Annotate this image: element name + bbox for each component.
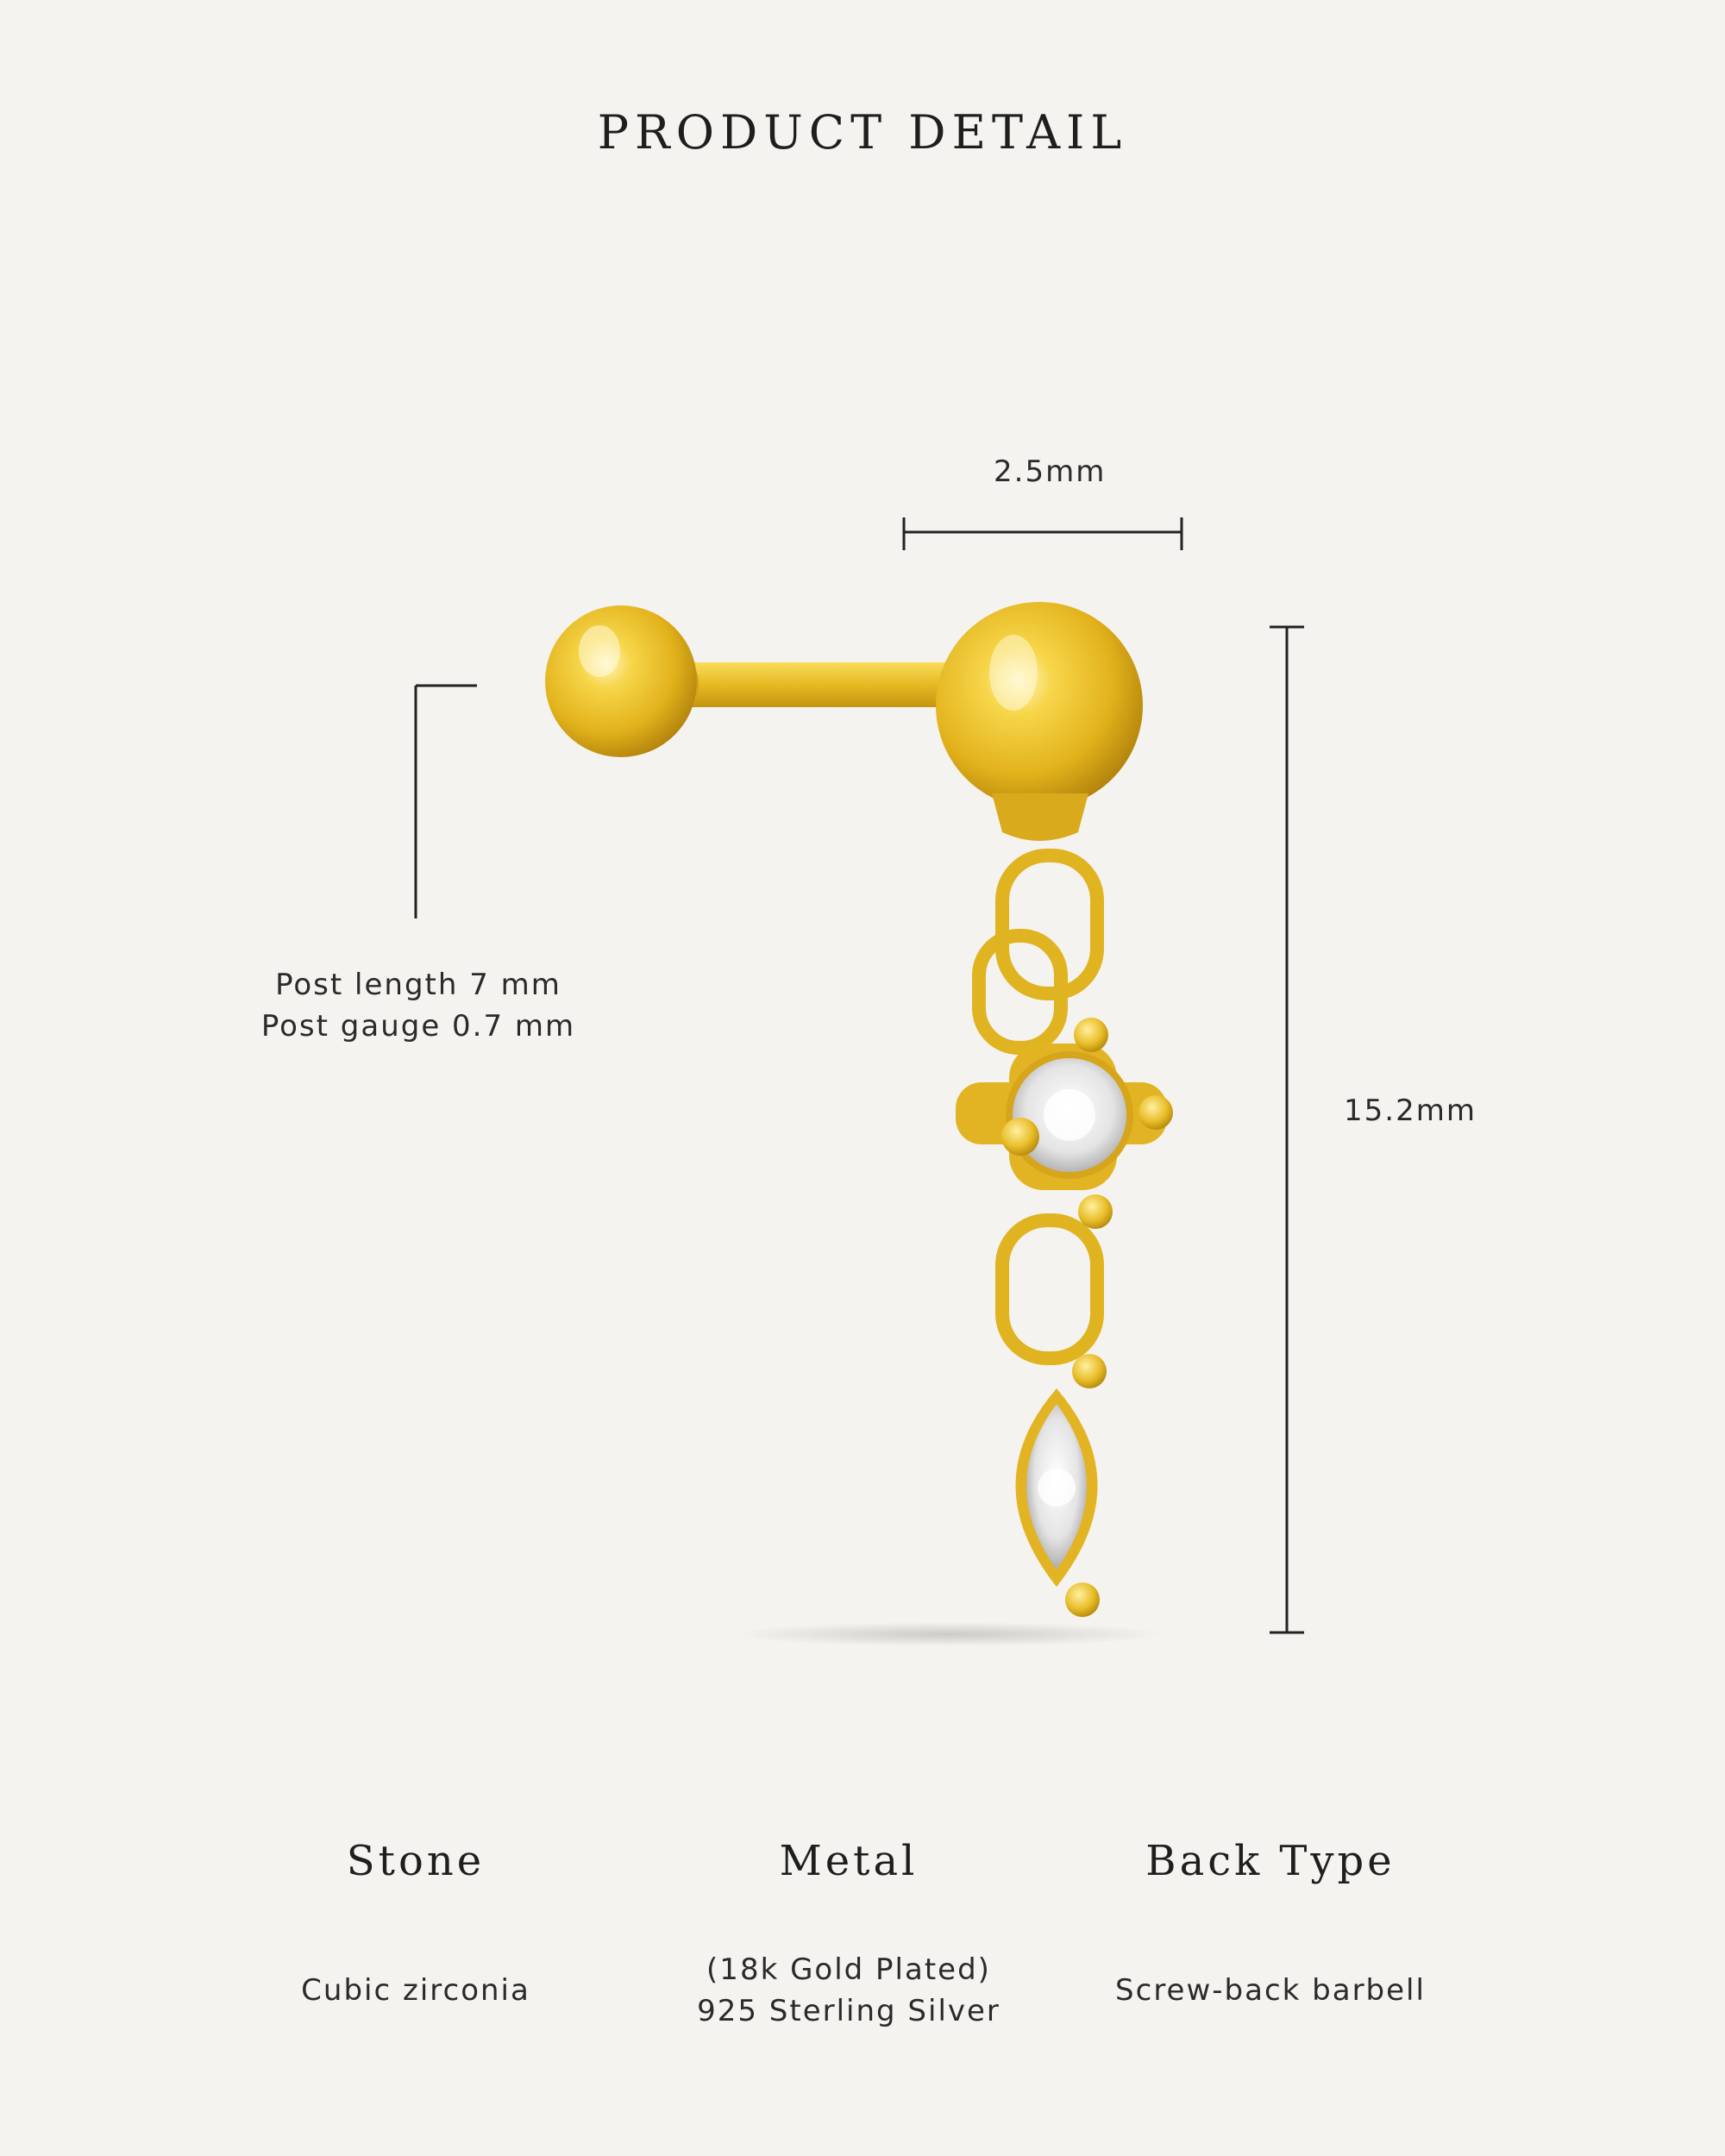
spec-back-type-value: Screw-back barbell <box>1115 1973 1426 2008</box>
width-dimension-label: 2.5mm <box>994 454 1107 489</box>
spec-back-type-values: Screw-back barbell <box>1029 1928 1512 2011</box>
spec-stone-value: Cubic zirconia <box>301 1973 530 2008</box>
spec-metal-values: (18k Gold Plated) 925 Sterling Silver <box>607 1928 1090 2032</box>
spec-stone-title: Stone <box>346 1837 486 1885</box>
round-stone-setting <box>956 1018 1173 1229</box>
page-title: PRODUCT DETAIL <box>597 105 1128 160</box>
spec-back-type: Back Type Screw-back barbell <box>1029 1837 1512 2011</box>
jump-rings <box>972 849 1104 1365</box>
width-dimension-line <box>902 517 1183 550</box>
spec-metal: Metal (18k Gold Plated) 925 Sterling Sil… <box>607 1837 1090 2032</box>
height-dimension-label: 15.2mm <box>1344 1094 1477 1128</box>
post-dimension-line <box>414 684 477 918</box>
post-length-text: Post length 7 mm <box>275 968 561 1002</box>
spec-stone-values: Cubic zirconia <box>174 1928 657 2011</box>
post-specs-note: Post length 7 mm Post gauge 0.7 mm <box>246 964 591 1047</box>
barbell-post <box>545 602 1143 841</box>
spec-back-type-title: Back Type <box>1145 1837 1396 1885</box>
spec-stone: Stone Cubic zirconia <box>174 1837 657 2011</box>
spec-metal-title: Metal <box>779 1837 919 1885</box>
marquise-stone-setting <box>1015 1354 1107 1617</box>
spec-metal-value-2: 925 Sterling Silver <box>697 1994 1000 2028</box>
spec-metal-value-1: (18k Gold Plated) <box>706 1952 991 1987</box>
height-dimension-line <box>1270 625 1304 1634</box>
post-gauge-text: Post gauge 0.7 mm <box>260 1009 576 1044</box>
